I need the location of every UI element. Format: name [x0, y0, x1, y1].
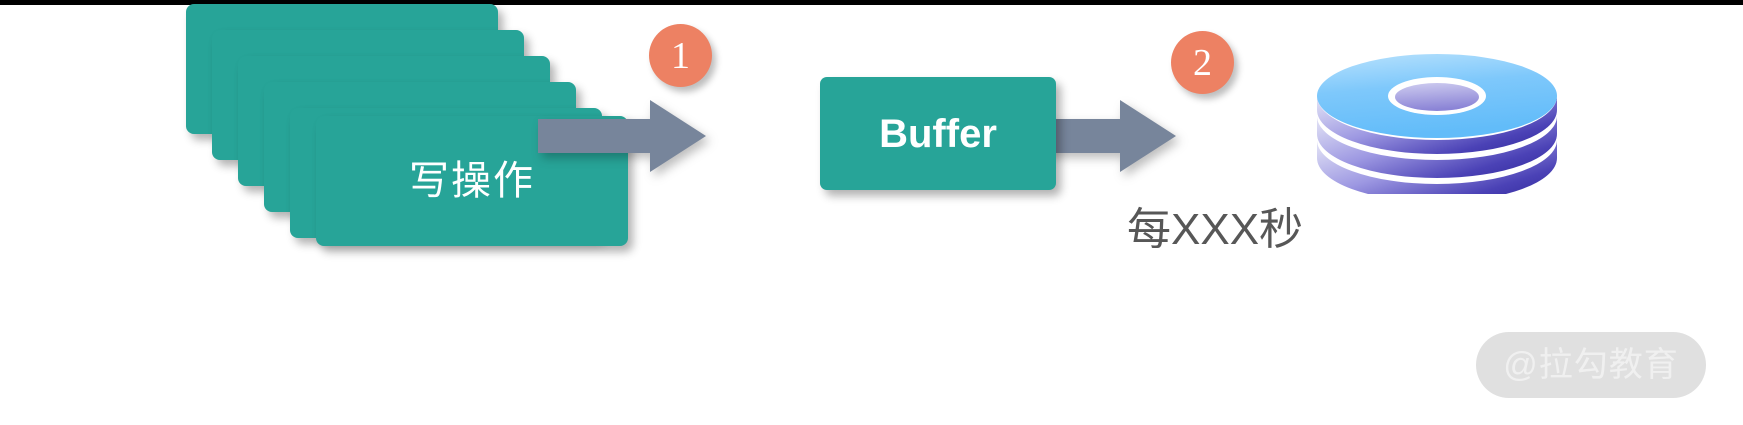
step-badge-2-number: 2	[1193, 41, 1212, 84]
buffer-label: Buffer	[879, 111, 997, 156]
flush-interval-caption: 每XXX秒	[1127, 205, 1304, 254]
step-badge-1-number: 1	[671, 34, 690, 77]
database-layer-middle	[1317, 116, 1557, 178]
watermark-label: @拉勾教育	[1503, 346, 1679, 384]
arrow-buffer-to-database-icon	[1008, 100, 1176, 172]
top-black-bar	[0, 0, 1743, 5]
buffer-node: Buffer	[820, 77, 1056, 190]
database-layer-bottom	[1317, 140, 1557, 194]
step-badge-2: 2	[1171, 31, 1234, 94]
step-badge-1: 1	[649, 24, 712, 87]
watermark-pill: @拉勾教育	[1476, 332, 1706, 398]
write-operations-label: 写操作	[409, 159, 535, 203]
database-layer-top	[1317, 54, 1557, 154]
database-icon	[1317, 54, 1557, 194]
write-operations-card-stack: 写操作	[186, 4, 628, 254]
arrow-writes-to-buffer-icon	[538, 100, 706, 172]
